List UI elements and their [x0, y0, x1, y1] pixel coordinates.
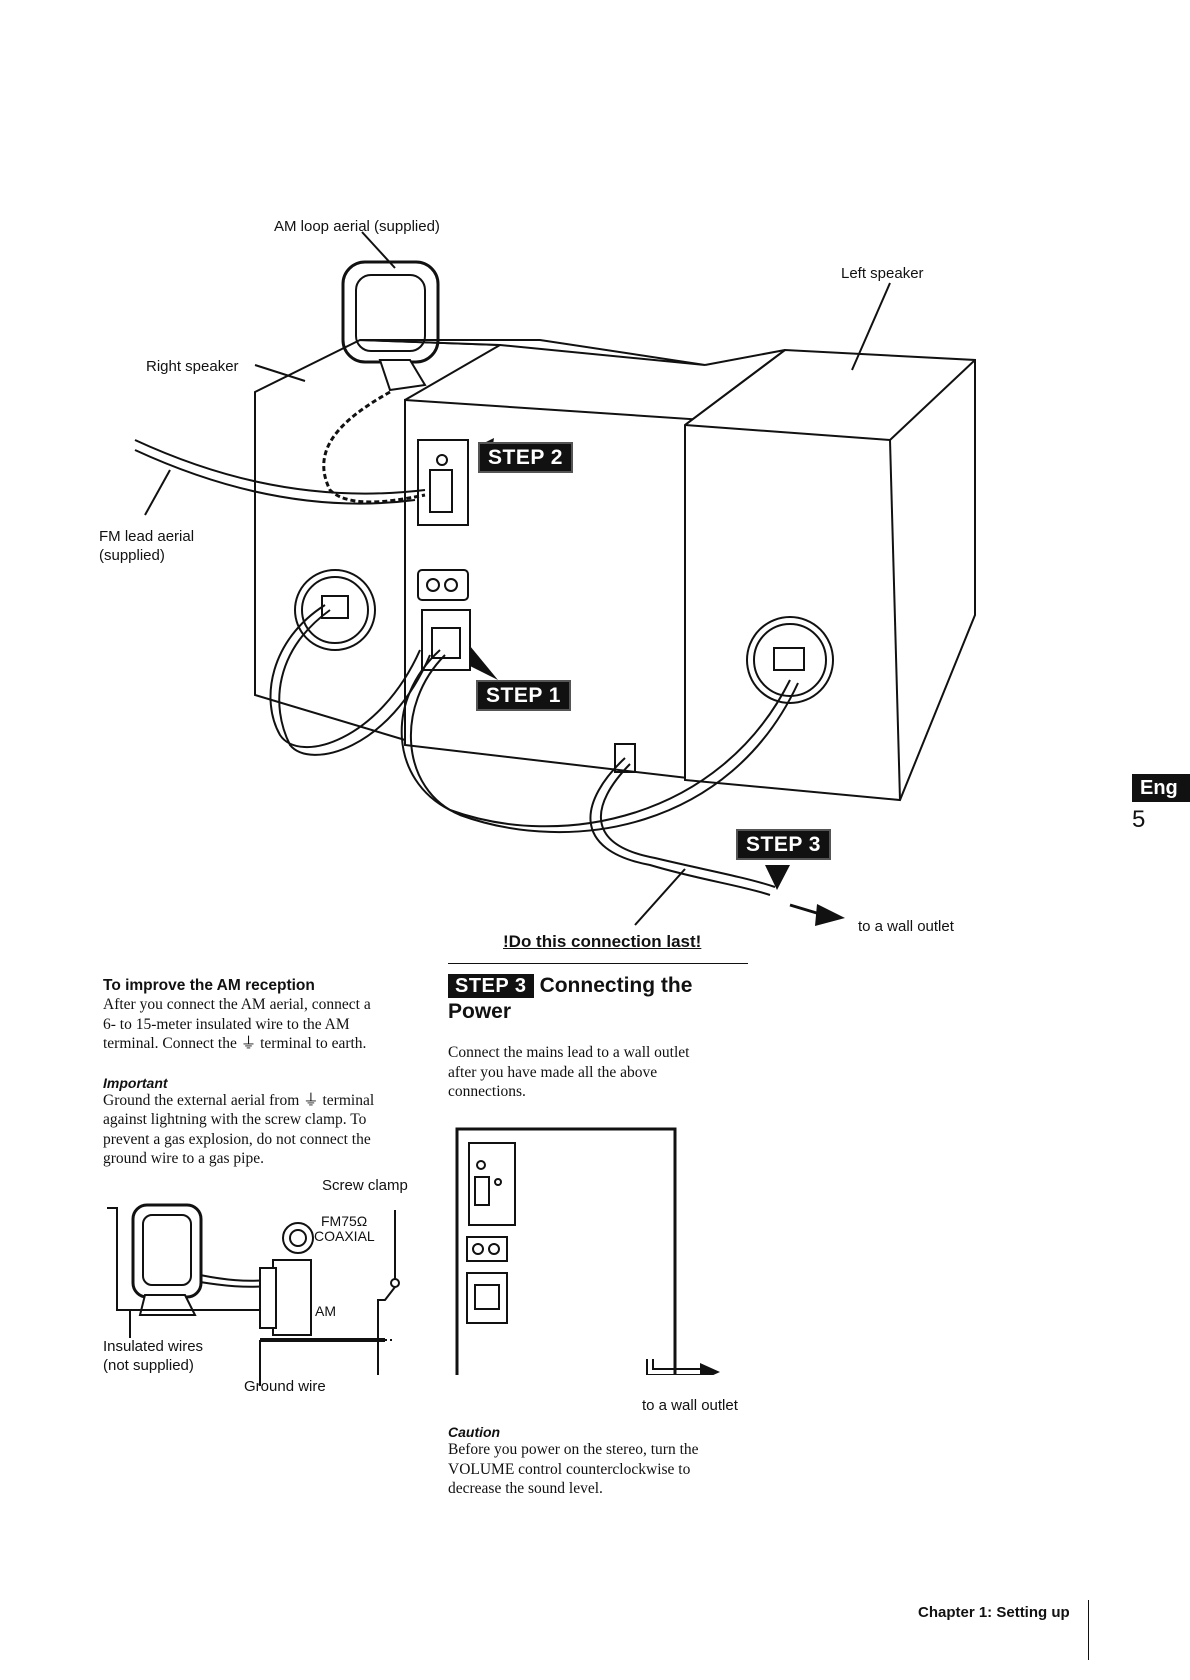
caution-line3: decrease the sound level.: [448, 1480, 603, 1497]
power-inlet: [614, 743, 636, 773]
am-reception-section: To improve the AM reception After you co…: [103, 977, 423, 1169]
insulated-line1: Insulated wires: [103, 1338, 204, 1355]
screw-clamp-label: Screw clamp: [322, 1177, 408, 1194]
language-tab: Eng: [1132, 774, 1190, 802]
am-reception-line1: After you connect the AM aerial, connect…: [103, 996, 371, 1013]
important-line1: Ground the external aerial from ⏚ termin…: [103, 1091, 375, 1109]
right-speaker-label: Right speaker: [146, 358, 239, 375]
step1-badge: STEP 1: [476, 680, 571, 711]
wall-outlet-label: to a wall outlet: [858, 918, 954, 935]
caution-section: Caution Before you power on the stereo, …: [448, 1424, 768, 1499]
step3-body-line2: after you have made all the above: [448, 1063, 658, 1081]
coaxial-label: COAXIAL: [314, 1228, 375, 1244]
important-line2: against lightning with the screw clamp. …: [103, 1111, 367, 1128]
step3-section-badge: STEP 3: [448, 974, 534, 998]
connection-diagram: [134, 231, 976, 926]
do-last-warning: !Do this connection last!: [503, 932, 702, 951]
insulated-line2: (not supplied): [103, 1357, 194, 1374]
am-reception-line3: terminal. Connect the ⏚ terminal to eart…: [103, 1035, 367, 1052]
fm75-label: FM75Ω: [321, 1213, 368, 1229]
step3-body-line1: Connect the mains lead to a wall outlet: [448, 1044, 690, 1061]
important-line3: prevent a gas explosion, do not connect …: [103, 1130, 371, 1148]
page-number: 5: [1132, 806, 1146, 833]
footer-rule: [1088, 1600, 1089, 1660]
step2-badge: STEP 2: [478, 442, 573, 473]
step3-badge: STEP 3: [736, 829, 831, 860]
step3-body-line3: connections.: [448, 1083, 526, 1100]
caution-heading: Caution: [448, 1424, 501, 1440]
important-line4: ground wire to a gas pipe.: [103, 1150, 264, 1167]
step3-title-line1: Connecting the: [539, 974, 693, 997]
power-connection-diagram: [455, 1127, 720, 1375]
am-reception-line2: 6- to 15-meter insulated wire to the AM: [103, 1015, 350, 1033]
step3-body: Connect the mains lead to a wall outlet …: [448, 1043, 748, 1102]
am-loop-label: AM loop aerial (supplied): [274, 218, 440, 235]
important-heading: Important: [103, 1074, 168, 1091]
am-reception-heading: To improve the AM reception: [103, 977, 315, 994]
left-speaker-box: [684, 348, 976, 802]
fm-lead-label-line2: (supplied): [99, 547, 165, 564]
power-wall-outlet-label: to a wall outlet: [642, 1397, 738, 1414]
am-terminal-label: AM: [315, 1303, 336, 1319]
chapter-footer: Chapter 1: Setting up: [918, 1604, 1070, 1621]
grounding-diagram: [107, 1203, 400, 1386]
left-speaker-label: Left speaker: [841, 265, 924, 282]
caution-line1: Before you power on the stereo, turn the: [448, 1441, 699, 1458]
caution-line2: VOLUME control counterclockwise to: [448, 1460, 691, 1478]
section-rule: [448, 963, 748, 964]
fm-lead-label: FM lead aerial (supplied): [99, 527, 194, 565]
fm-lead-label-line1: FM lead aerial: [99, 528, 195, 545]
step3-title-line2: Power: [448, 1000, 512, 1023]
insulated-wires-label: Insulated wires (not supplied): [103, 1337, 203, 1375]
video-jacks: [417, 569, 469, 601]
ground-wire-label: Ground wire: [244, 1378, 326, 1395]
